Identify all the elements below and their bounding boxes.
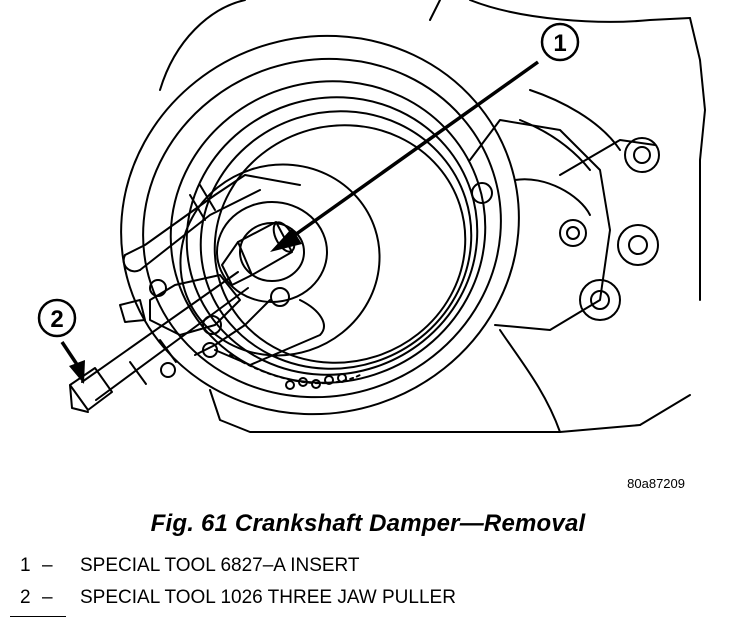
figure-caption: Fig. 61 Crankshaft Damper—Removal [150, 510, 586, 537]
callout-2-circle [37, 298, 77, 338]
legend-item: 1 – SPECIAL TOOL 6827–A INSERT [20, 550, 456, 582]
bottom-rule [10, 616, 66, 617]
crankshaft-damper [120, 34, 520, 416]
callout-2-leader [60, 341, 80, 367]
callout-1: 1 [270, 22, 580, 252]
legend-item-dash: – [42, 587, 53, 608]
engine-block [159, 0, 706, 433]
legend-item-dash: – [42, 555, 53, 576]
callout-2-arrowhead [69, 360, 85, 384]
legend-item-number: 2 [20, 587, 31, 608]
drawing-id: 80a87209 [627, 476, 685, 491]
callout-2-number: 2 [50, 306, 63, 333]
callout-1-circle [540, 22, 580, 62]
legend-item-text: SPECIAL TOOL 6827–A INSERT [80, 555, 360, 576]
crankshaft-damper-illustration: 1 2 80a87209 [37, 0, 706, 491]
three-jaw-puller [119, 174, 325, 378]
legend-item-number: 1 [20, 555, 31, 576]
legend: 1 – SPECIAL TOOL 6827–A INSERT 2 – SPECI… [20, 550, 456, 614]
timing-cover-mount [469, 119, 660, 331]
callout-1-number: 1 [553, 30, 566, 57]
legend-item-text: SPECIAL TOOL 1026 THREE JAW PULLER [80, 587, 456, 608]
callout-1-leader [283, 60, 540, 244]
callout-1-arrowhead [270, 228, 302, 252]
forcing-screw [69, 271, 249, 413]
legend-item: 2 – SPECIAL TOOL 1026 THREE JAW PULLER [20, 582, 456, 614]
callout-2: 2 [37, 298, 85, 384]
